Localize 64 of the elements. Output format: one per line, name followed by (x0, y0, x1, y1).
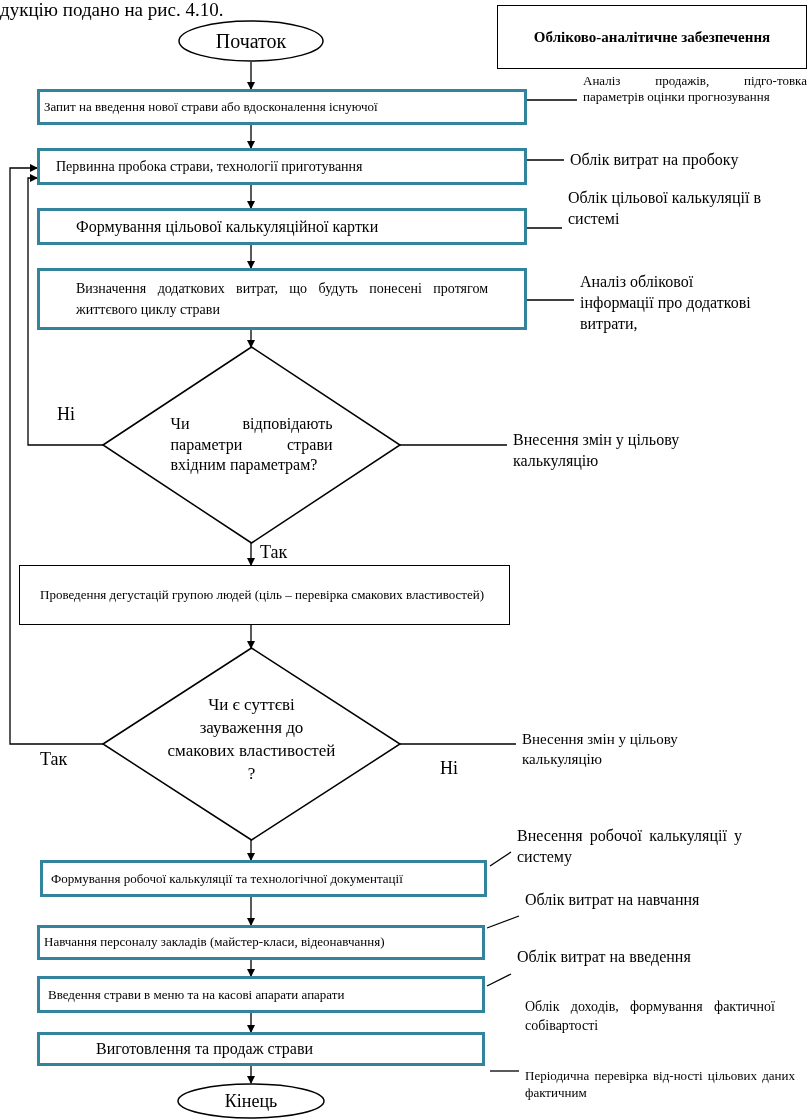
arrow (247, 959, 255, 977)
connector-line (486, 915, 520, 929)
box-text: Запит на введення нової страви або вдосконалення існуючої (43, 99, 379, 115)
box-text: Проведення дегустацій групою людей (ціль – перевірка смакових властивостей) (39, 586, 486, 605)
connector-line (489, 1070, 520, 1072)
note-text: Облік цільової калькуляції в системі (568, 188, 773, 230)
arrow (247, 1012, 255, 1033)
process-box (37, 89, 527, 125)
arrow (247, 244, 255, 269)
terminator-ellipse (177, 1083, 325, 1119)
box-text: Виготовлення та продаж страви (95, 1039, 315, 1060)
connector-line (526, 227, 563, 229)
note-text: Облік витрат на навчання (525, 888, 770, 912)
arrow (247, 896, 255, 926)
connector-line (526, 99, 578, 101)
arrow (247, 329, 255, 348)
box-text: Первинна пробока страви, технології приготування (55, 158, 364, 176)
terminator-ellipse (178, 20, 324, 62)
box-text: Формування робочої калькуляції та технологічної документації (50, 870, 404, 887)
note-text: Внесення змін у цільову калькуляцію (513, 430, 748, 472)
arrow (247, 1065, 255, 1084)
process-box (19, 565, 510, 625)
note-text: Облік витрат на введення (517, 947, 702, 968)
arrow (247, 624, 255, 649)
arrow (247, 124, 255, 149)
note-text: Періодична перевірка від-ності цільових даних фактичним (525, 1068, 795, 1102)
note-text: Облік витрат на пробоку (570, 148, 810, 172)
process-box (37, 1032, 485, 1066)
connector-line (399, 743, 517, 745)
note-text: Аналіз продажів, підго-товка параметрів оцінки прогнозування (583, 73, 807, 105)
arrow (247, 839, 255, 861)
arrow (27, 174, 104, 446)
process-box (37, 925, 485, 960)
connector-line (526, 159, 565, 161)
box-text: Формування цільової калькуляційної картки (75, 216, 380, 238)
connector-line (526, 299, 575, 301)
process-box (37, 976, 485, 1013)
decision-diamond (101, 647, 402, 841)
box-text: Обліково-аналітичне забезпечення (532, 27, 772, 47)
connector-line (489, 851, 512, 867)
process-box (40, 860, 487, 897)
arrow (247, 184, 255, 209)
decision-text: Чи є суттєві зауваження до смакових властивостей ? (166, 694, 337, 785)
process-box (37, 268, 527, 330)
terminator-text: Початок (215, 29, 287, 54)
process-box (37, 148, 527, 185)
box-text: Введення страви в меню та на касові апарати апарати (47, 985, 346, 1004)
arrow (247, 61, 255, 90)
body-text: дукцію подано на рис. 4.10. (0, 0, 225, 21)
decision-diamond (101, 346, 402, 544)
box-text: Визначення додаткових витрат, що будуть понесені протягом життєвого циклу страви (75, 280, 489, 319)
process-box (497, 5, 807, 69)
connector-line (399, 444, 508, 446)
note-text: Аналіз облікової інформації про додаткові витрати, (580, 272, 760, 335)
arrow (9, 164, 104, 745)
process-box (37, 208, 527, 245)
note-text: Внесення робочої калькуляції у систему (517, 826, 742, 868)
box-text: Навчання персоналу закладів (майстер-класи, відеонавчання) (43, 935, 386, 950)
connector-line (486, 973, 512, 987)
decision-text: Чи відповідають параметри страви вхідним параметрам? (170, 413, 333, 476)
terminator-text: Кінець (224, 1089, 278, 1113)
note-text: Внесення змін у цільову калькуляцію (522, 730, 737, 769)
note-text: Облік доходів, формування фактичної собівартості (525, 998, 775, 1035)
arrow (247, 542, 255, 566)
